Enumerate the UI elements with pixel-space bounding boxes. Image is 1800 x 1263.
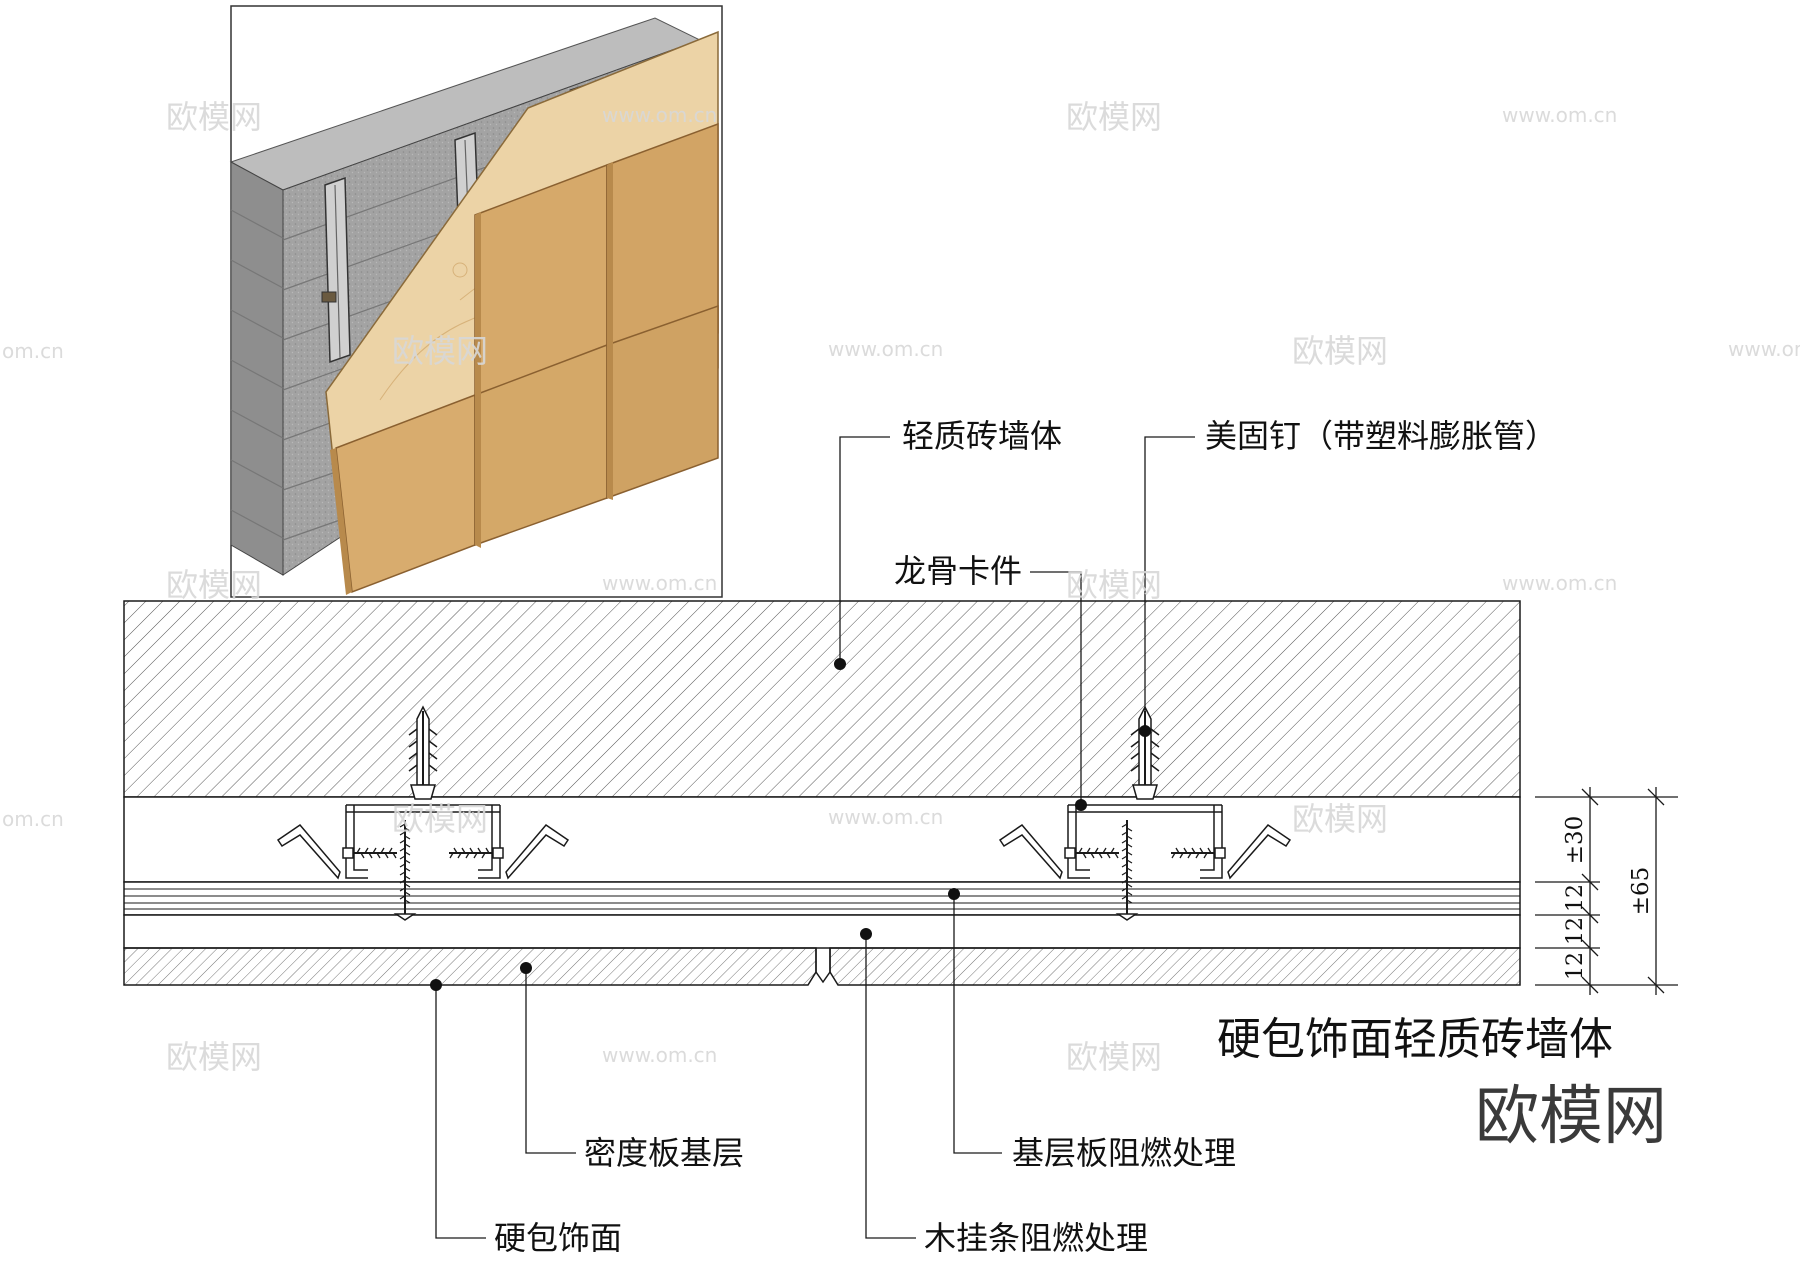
leader-dots: [430, 658, 1151, 991]
watermark-url-7: www.om.cn: [828, 805, 943, 829]
watermark-cn-8: 欧模网: [1292, 800, 1388, 838]
dim-65: ±65: [1628, 867, 1654, 916]
watermark-cn-6: 欧模网: [1066, 566, 1162, 604]
label-facing: 硬包饰面: [494, 1219, 622, 1257]
keel-clip-right: [998, 804, 1292, 880]
watermark-edge-1: om.cn: [2, 339, 64, 363]
watermark-url-2: www.om.cn: [1502, 103, 1617, 127]
wood-strip-layers: [123, 881, 1521, 916]
watermark-cn-9: 欧模网: [166, 1038, 262, 1076]
label-wall: 轻质砖墙体: [902, 417, 1062, 455]
watermark-url-9: www.om.cn: [602, 1043, 717, 1067]
drawing-title: 硬包饰面轻质砖墙体: [1217, 1014, 1613, 1065]
label-mdf-base: 密度板基层: [584, 1134, 744, 1172]
mdf-base-layer: [123, 914, 1521, 949]
dim-12-c: 12: [1563, 952, 1588, 980]
watermark-edge-2: om.cn: [2, 807, 64, 831]
dim-12-a: 12: [1563, 884, 1588, 912]
label-anchor: 美固钉（带塑料膨胀管）: [1205, 417, 1557, 455]
watermark-cn-2: 欧模网: [1066, 98, 1162, 136]
label-wood-fire: 木挂条阻燃处理: [924, 1219, 1148, 1257]
brick-wall-section: [123, 600, 1521, 798]
isometric-illustration: [229, 5, 723, 598]
watermark-url-6: www.om.cn: [1502, 571, 1617, 595]
keel-clip-left: [276, 804, 570, 880]
brand-logo: 欧模网: [1475, 1080, 1667, 1154]
watermark-cn-10: 欧模网: [1066, 1038, 1162, 1076]
label-clip: 龙骨卡件: [894, 552, 1022, 590]
watermark-cn-3: 欧模网: [392, 332, 488, 370]
watermark-url-5: www.om.cn: [602, 571, 717, 595]
hard-pack-panels: [123, 947, 1521, 986]
facing-panels: [330, 122, 719, 595]
watermark-cn-4: 欧模网: [1292, 332, 1388, 370]
dim-30: ±30: [1562, 816, 1588, 865]
watermark-cn-1: 欧模网: [166, 98, 262, 136]
leader-lines: [435, 436, 1195, 1239]
dimension-lines: [1535, 787, 1678, 995]
watermark-cn-5: 欧模网: [166, 566, 262, 604]
watermark-url-1: www.om.cn: [602, 103, 717, 127]
wall-section: [123, 600, 1521, 986]
watermarks: 欧模网 www.om.cn 欧模网 www.om.cn om.cn 欧模网 ww…: [2, 98, 1800, 1076]
watermark-cn-7: 欧模网: [392, 800, 488, 838]
watermark-url-3: www.om.cn: [828, 337, 943, 361]
dim-12-b: 12: [1563, 917, 1588, 945]
watermark-url-4: www.om.cn: [1728, 337, 1800, 361]
label-base-fire: 基层板阻燃处理: [1012, 1134, 1236, 1172]
